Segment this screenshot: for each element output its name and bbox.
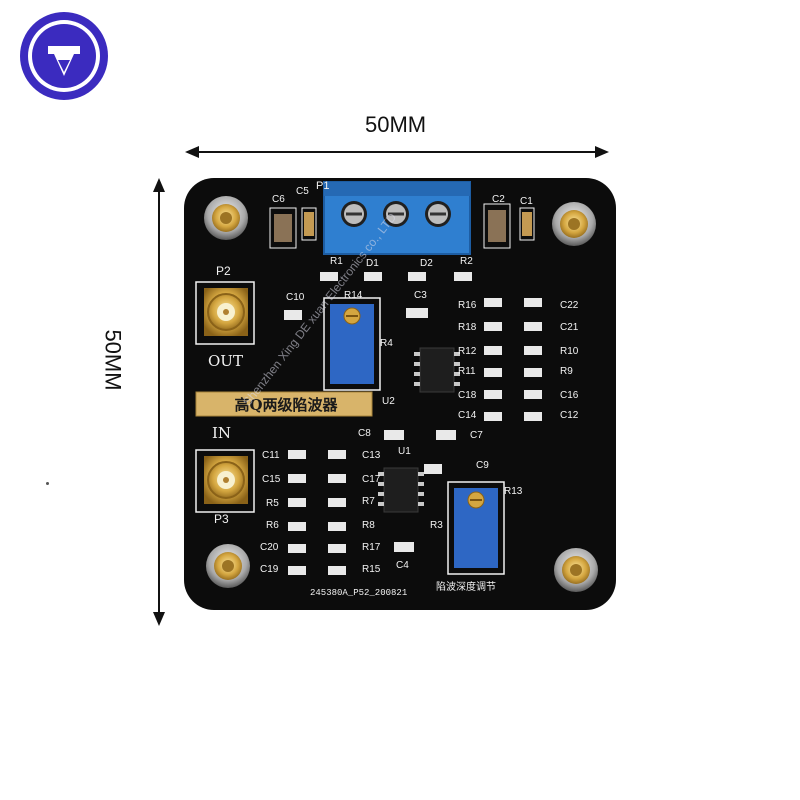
board-title: 高Q两级陷波器 — [234, 396, 338, 414]
capacitor-c6 — [269, 207, 297, 249]
port-label-p2: P2 — [216, 264, 231, 278]
ref-label: C22 — [560, 300, 579, 311]
standoff-top-left — [204, 196, 248, 240]
part-code: 245380A_P52_200821 — [310, 588, 408, 598]
height-dimension-arrow — [153, 178, 165, 626]
capacitor-c5 — [301, 207, 317, 241]
terminal-label-p1: P1 — [316, 180, 330, 192]
standoff-bottom-right — [554, 548, 598, 592]
ref-label: R2 — [460, 256, 473, 267]
adjust-label: 陷波深度调节 — [436, 582, 496, 593]
ref-label: C3 — [414, 290, 427, 301]
ic-u2 — [414, 347, 460, 393]
standoff-top-right — [552, 202, 596, 246]
ref-label: C16 — [560, 390, 579, 401]
capacitor-c1 — [519, 207, 535, 241]
height-dimension-label: 50MM — [100, 329, 126, 391]
port-label-p3: P3 — [214, 512, 229, 526]
ref-label: R10 — [560, 346, 579, 357]
ref-label: R14 — [344, 290, 363, 301]
ref-label: C4 — [396, 560, 409, 571]
ref-label: C17 — [362, 474, 381, 485]
smd-array-left — [288, 450, 346, 575]
ref-label: C20 — [260, 542, 279, 553]
capacitor-c2 — [483, 203, 511, 249]
ref-label: R18 — [458, 322, 477, 333]
title-plate — [195, 391, 373, 417]
ref-label: R11 — [458, 366, 476, 377]
port-label-out: OUT — [208, 352, 243, 370]
ref-label: D1 — [366, 258, 379, 269]
width-dimension-arrow — [185, 146, 609, 158]
ref-label: C21 — [560, 322, 579, 333]
ref-label: R8 — [362, 520, 375, 531]
ref-label: R1 — [330, 256, 343, 267]
trimmer-r14 — [323, 297, 381, 391]
ref-label: D2 — [420, 258, 433, 269]
ref-label: C7 — [470, 430, 483, 441]
ref-label: C14 — [458, 410, 477, 421]
ref-label: U1 — [398, 446, 411, 457]
smd-array-right — [484, 298, 542, 421]
ref-label: C2 — [492, 194, 505, 205]
ref-label: R17 — [362, 542, 381, 553]
ref-label: R13 — [504, 486, 523, 497]
ref-label: C5 — [296, 186, 309, 197]
ref-label: C15 — [262, 474, 281, 485]
ref-label: C6 — [272, 194, 285, 205]
brand-logo — [18, 10, 110, 102]
width-dimension-label: 50MM — [365, 112, 427, 137]
brand-logo-icon — [20, 12, 108, 100]
ref-label: R12 — [458, 346, 477, 357]
ref-label: R15 — [362, 564, 381, 575]
ref-label: C11 — [262, 450, 280, 461]
ref-label: C19 — [260, 564, 279, 575]
ref-label: R5 — [266, 498, 279, 509]
ref-label: C12 — [560, 410, 579, 421]
ref-label: C18 — [458, 390, 477, 401]
sma-connector-in — [195, 449, 255, 513]
ref-label: C10 — [286, 292, 305, 303]
port-label-in: IN — [212, 424, 232, 442]
ref-label: C1 — [520, 196, 533, 207]
ref-label: C8 — [358, 428, 371, 439]
ref-label: U2 — [382, 396, 395, 407]
ref-label: R4 — [380, 338, 393, 349]
ref-label: C13 — [362, 450, 381, 461]
standoff-bottom-left — [206, 544, 250, 588]
ref-label: R3 — [430, 520, 443, 531]
ref-label: R9 — [560, 366, 573, 377]
ref-label: R16 — [458, 300, 477, 311]
ref-label: C9 — [476, 460, 489, 471]
ref-label: R7 — [362, 496, 375, 507]
trimmer-r13 — [447, 481, 505, 575]
terminal-block — [323, 181, 471, 255]
stray-dot — [46, 482, 49, 485]
ic-u1 — [378, 467, 424, 513]
smd-misc — [284, 272, 472, 552]
sma-connector-out — [195, 281, 255, 345]
pcb-board — [184, 178, 616, 610]
ref-label: R6 — [266, 520, 279, 531]
